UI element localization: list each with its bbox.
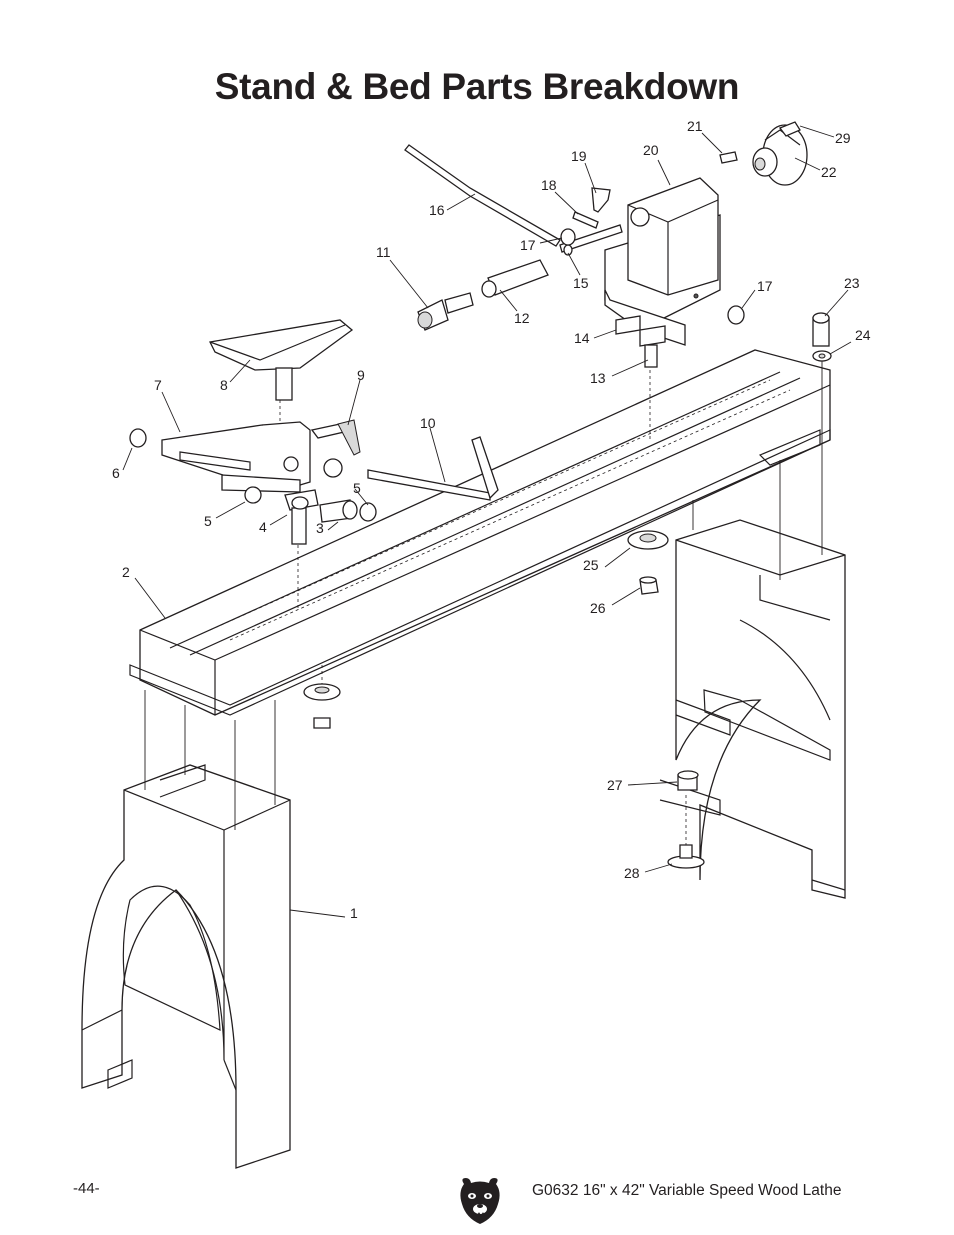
- leader-lines: [122, 125, 852, 918]
- feet-and-nuts-25-28: [303, 530, 705, 869]
- label-18: 18: [541, 177, 557, 193]
- label-17a: 17: [520, 237, 536, 253]
- label-10: 10: [420, 415, 436, 431]
- ring-17b: [727, 305, 745, 325]
- label-14: 14: [574, 330, 590, 346]
- label-2: 2: [122, 564, 130, 580]
- label-19: 19: [571, 148, 587, 164]
- ring-5c: [359, 502, 377, 522]
- tailstock-parts-11-19: [404, 144, 745, 368]
- lock-rod-part-10: [367, 436, 499, 501]
- page-title: Stand & Bed Parts Breakdown: [214, 66, 740, 107]
- label-24: 24: [855, 327, 871, 343]
- label-23: 23: [844, 275, 860, 291]
- label-22: 22: [821, 164, 837, 180]
- banjo-part-7: [161, 421, 311, 493]
- label-6: 6: [112, 465, 120, 481]
- handle-29: [778, 121, 801, 137]
- label-25: 25: [583, 557, 599, 573]
- handle-16: [404, 144, 561, 247]
- page-number: -44-: [73, 1180, 100, 1197]
- lock-handle-part-9: [310, 419, 361, 456]
- bolt-washer-23-24: [812, 312, 832, 362]
- label-17b: 17: [757, 278, 773, 294]
- label-27: 27: [607, 777, 623, 793]
- small-parts-3-4-5-6: [129, 428, 377, 545]
- label-12: 12: [514, 310, 530, 326]
- ring-5a: [244, 486, 262, 504]
- label-21: 21: [687, 118, 703, 134]
- quill-nose-11: [444, 292, 474, 314]
- label-5b: 5: [353, 480, 361, 496]
- quill-12: [487, 259, 549, 296]
- label-8: 8: [220, 377, 228, 393]
- label-3: 3: [316, 520, 324, 536]
- label-15: 15: [573, 275, 589, 291]
- label-20: 20: [643, 142, 659, 158]
- label-29: 29: [835, 130, 851, 146]
- screw-21: [719, 151, 738, 164]
- right-leg: [659, 519, 846, 899]
- ring-6: [129, 428, 147, 448]
- pin-18: [572, 211, 599, 229]
- label-16: 16: [429, 202, 445, 218]
- label-26: 26: [590, 600, 606, 616]
- clamp-13: [639, 325, 666, 347]
- lever-19: [591, 187, 611, 213]
- label-13: 13: [590, 370, 606, 386]
- projection-lines: [144, 360, 823, 845]
- handwheel-parts-21-22-29: [719, 121, 808, 186]
- screw-15: [559, 224, 623, 253]
- label-5a: 5: [204, 513, 212, 529]
- ring-5b: [323, 458, 343, 478]
- bear-head-logo-icon: [460, 1178, 500, 1224]
- label-28: 28: [624, 865, 640, 881]
- tool-rest-part-8: [209, 319, 354, 401]
- label-4: 4: [259, 519, 267, 535]
- label-9: 9: [357, 367, 365, 383]
- bolt-14: [615, 315, 641, 335]
- ring-17a: [560, 228, 576, 246]
- label-1: 1: [350, 905, 358, 921]
- part-number-labels: 1 2 3 4 5 5 6 7 8 9 10 11 12 13 14 15 16…: [112, 118, 871, 921]
- left-leg-part-1: [81, 764, 291, 1169]
- label-7: 7: [154, 377, 162, 393]
- lathe-bed-part-2: [129, 349, 831, 716]
- label-11: 11: [376, 244, 391, 260]
- footer-title: G0632 16" x 42" Variable Speed Wood Lath…: [532, 1182, 842, 1199]
